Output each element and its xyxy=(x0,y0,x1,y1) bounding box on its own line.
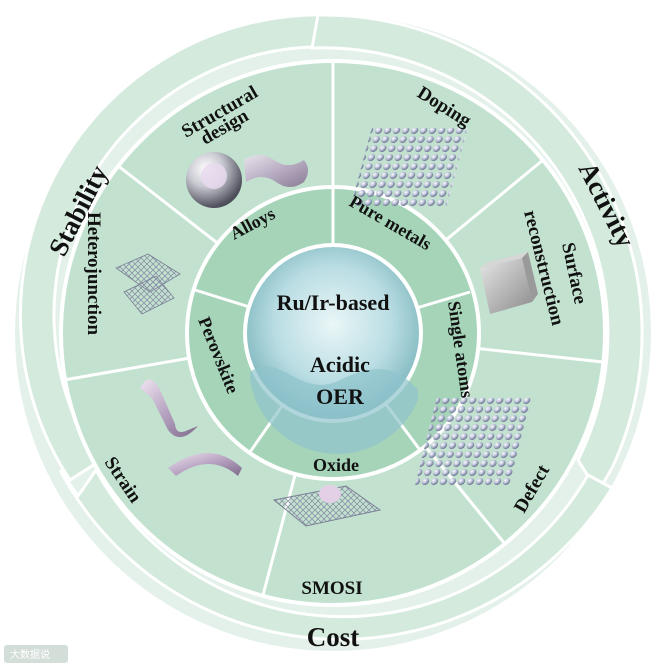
center-title: Ru/Ir-based xyxy=(277,290,390,315)
svg-text:大数据说: 大数据说 xyxy=(10,648,50,661)
cost-label: Cost xyxy=(307,622,360,652)
watermark: 大数据说 xyxy=(4,645,68,663)
heterojunction-label: Heterojunction xyxy=(83,212,104,336)
oxide-label: Oxide xyxy=(313,455,359,475)
smosi-label: SMOSI xyxy=(301,578,362,599)
center-subtitle-line2: OER xyxy=(316,384,365,409)
center-subtitle-line1: Acidic xyxy=(310,352,370,377)
